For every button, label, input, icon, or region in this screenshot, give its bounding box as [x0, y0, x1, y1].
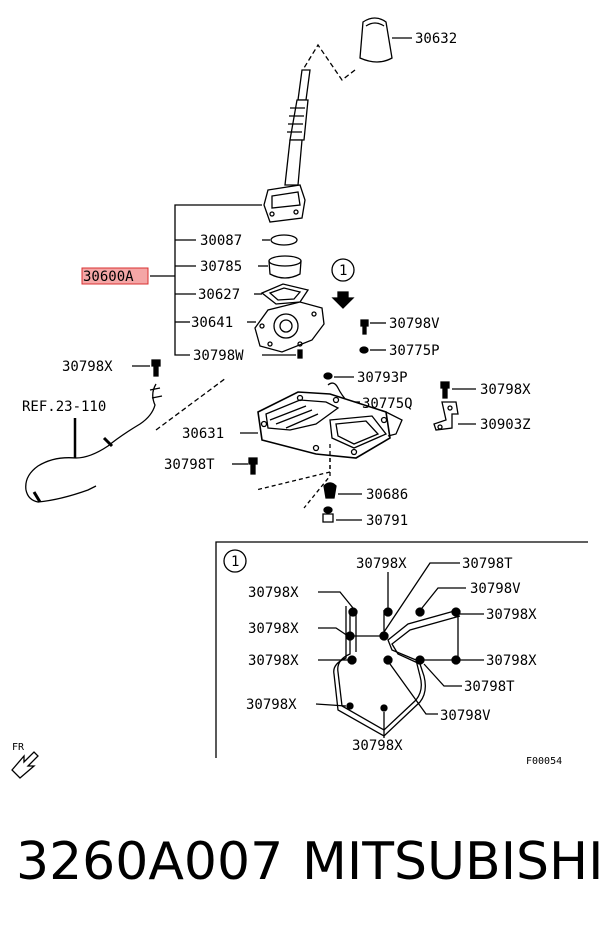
inset-label-30798x-bottom: 30798X [352, 738, 403, 754]
label-30798v: 30798V [389, 316, 440, 332]
inset-label-30798x-mid-right: 30798X [486, 653, 537, 669]
label-30791: 30791 [366, 513, 408, 529]
label-30686: 30686 [366, 487, 408, 503]
label-30785: 30785 [200, 259, 242, 275]
shift-housing [257, 391, 403, 459]
inset-label-30798v-top: 30798V [470, 581, 521, 597]
callout-1-top: 1 [339, 263, 347, 279]
bracket [433, 401, 459, 431]
label-30775q: 30775Q [362, 396, 413, 412]
part-number: 3260A007 [16, 832, 284, 892]
shift-knob [359, 17, 393, 63]
inset-label-30798x-upper-right: 30798X [486, 607, 537, 623]
shift-lever [263, 69, 311, 223]
label-30641: 30641 [191, 315, 233, 331]
inset-label-30798v-lower: 30798V [440, 708, 491, 724]
label-30798x-right: 30798X [480, 382, 531, 398]
inset-label-30798x-bottom-left: 30798X [246, 697, 297, 713]
inset-label-30798x-top: 30798X [356, 556, 407, 572]
label-30798w: 30798W [193, 348, 244, 364]
brand-name: MITSUBISHI [302, 832, 600, 892]
label-fr: FR [12, 742, 25, 753]
inset-label-30798t-lower: 30798T [464, 679, 515, 695]
inset-label-30798x-lower-left: 30798X [248, 653, 299, 669]
label-30775p: 30775P [389, 343, 440, 359]
gasket [260, 283, 310, 305]
inset-label-30798x-upper-left: 30798X [248, 585, 299, 601]
cover-plate [254, 301, 325, 353]
label-30903z: 30903Z [480, 417, 531, 433]
label-30793p: 30793P [357, 370, 408, 386]
label-30087: 30087 [200, 233, 242, 249]
label-30798x-left: 30798X [62, 359, 113, 375]
figure-code: F00054 [526, 756, 562, 767]
label-30631: 30631 [182, 426, 224, 442]
inset-label-30798t-top: 30798T [462, 556, 513, 572]
footer: 3260A007 MITSUBISHI [0, 820, 600, 920]
label-30632: 30632 [415, 31, 457, 47]
bushing [268, 255, 302, 279]
label-30798t: 30798T [164, 457, 215, 473]
label-ref-23-110: REF.23-110 [22, 399, 106, 415]
front-arrow-icon [11, 751, 39, 779]
label-30600a: 30600A [83, 269, 134, 285]
inset-label-30798x-mid-left: 30798X [248, 621, 299, 637]
callout-1-inset: 1 [231, 554, 239, 570]
o-ring [270, 234, 298, 246]
label-30627: 30627 [198, 287, 240, 303]
pivot-pin [322, 506, 334, 523]
